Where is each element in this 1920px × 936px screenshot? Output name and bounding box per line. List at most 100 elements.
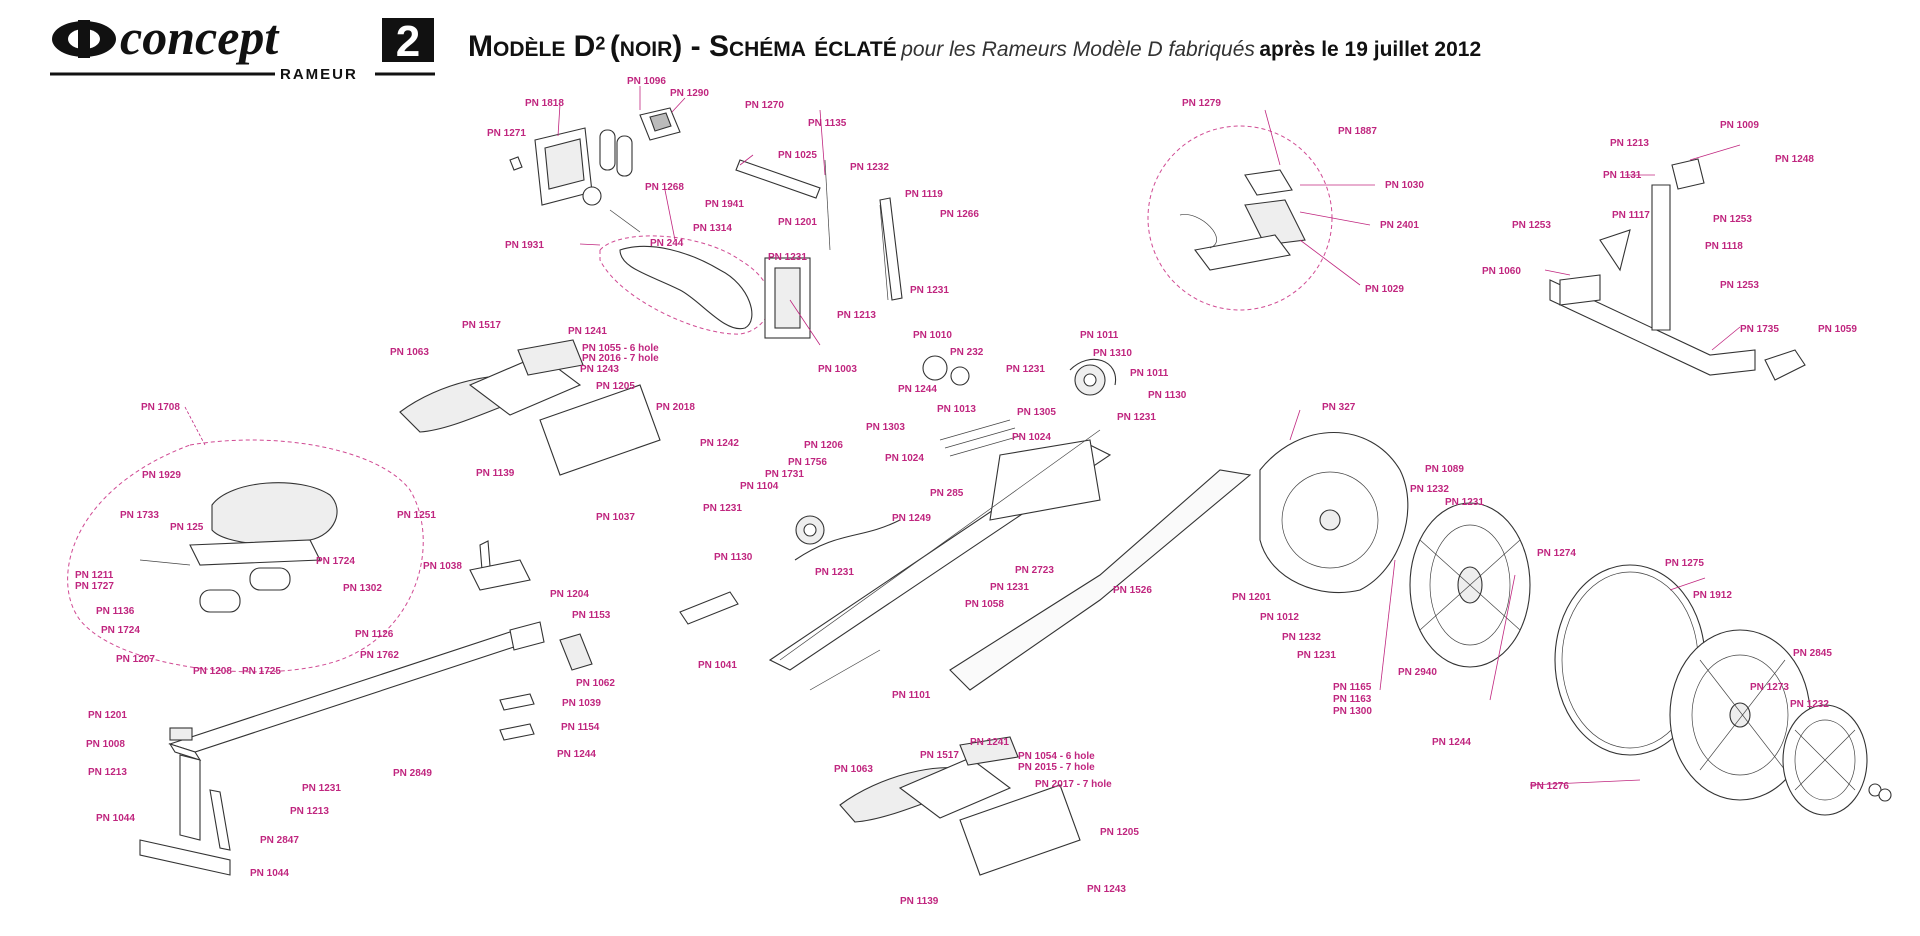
- part-label-pn1205b: PN 1205: [1100, 827, 1139, 838]
- title-date: après le 19 juillet 2012: [1259, 38, 1482, 61]
- part-label-pn1060: PN 1060: [1482, 266, 1521, 277]
- part-label-pn1517a: PN 1517: [462, 320, 501, 331]
- part-label-pn1211: PN 1211: [75, 570, 114, 581]
- part-label-pn1526: PN 1526: [1113, 585, 1152, 596]
- part-label-pn1201c: PN 1201: [1232, 592, 1271, 603]
- part-label-pn1054: PN 1054 - 6 hole: [1018, 751, 1095, 762]
- part-label-pn1231a: PN 1231: [768, 252, 807, 263]
- part-label-pn1248: PN 1248: [1775, 154, 1814, 165]
- part-label-pn1119: PN 1119: [905, 189, 943, 200]
- part-label-pn1314: PN 1314: [693, 223, 732, 234]
- part-label-pn2016: PN 2016 - 7 hole: [582, 353, 659, 364]
- part-label-pn1232d: PN 1232: [1790, 699, 1829, 710]
- part-label-pn1089: PN 1089: [1425, 464, 1464, 475]
- part-label-pn1213d: PN 1213: [290, 806, 329, 817]
- part-label-pn1244a: PN 1244: [898, 384, 937, 395]
- part-label-pn1232b: PN 1232: [1410, 484, 1449, 495]
- part-label-pn1038: PN 1038: [423, 561, 462, 572]
- part-label-pn1818: PN 1818: [525, 98, 564, 109]
- part-label-pn2015: PN 2015 - 7 hole: [1018, 762, 1095, 773]
- part-label-pn1131: PN 1131: [1603, 170, 1642, 181]
- part-label-pn2018: PN 2018: [656, 402, 695, 413]
- part-label-pn2847: PN 2847: [260, 835, 299, 846]
- concept2-logo: concept 2 RAMEUR: [50, 18, 435, 83]
- part-label-pn1153: PN 1153: [572, 610, 611, 621]
- logo-digit: 2: [396, 18, 420, 66]
- part-label-pn1204: PN 1204: [550, 589, 589, 600]
- part-label-pn1231g: PN 1231: [815, 567, 854, 578]
- part-label-pn1756: PN 1756: [788, 457, 827, 468]
- part-label-pn1244c: PN 1244: [1432, 737, 1471, 748]
- part-label-pn1241a: PN 1241: [568, 326, 607, 337]
- part-label-pn1041: PN 1041: [698, 660, 737, 671]
- part-label-pn1213a: PN 1213: [837, 310, 876, 321]
- part-label-pn1012: PN 1012: [1260, 612, 1299, 623]
- part-label-pn1139a: PN 1139: [476, 468, 515, 479]
- part-label-pn1249: PN 1249: [892, 513, 931, 524]
- part-label-pn1163: PN 1163: [1333, 694, 1372, 705]
- catch-parts: [469, 540, 593, 741]
- part-label-pn1244b: PN 1244: [557, 749, 596, 760]
- part-label-pn1205a: PN 1205: [596, 381, 635, 392]
- part-label-pn1279: PN 1279: [1182, 98, 1221, 109]
- part-label-pn1268: PN 1268: [645, 182, 684, 193]
- part-label-pn1025: PN 1025: [778, 150, 817, 161]
- monitor-assembly: [509, 107, 903, 339]
- part-label-pn1232a: PN 1232: [850, 162, 889, 173]
- part-label-pn1253b: PN 1253: [1512, 220, 1551, 231]
- part-label-pn1733: PN 1733: [120, 510, 159, 521]
- part-label-pn1011b: PN 1011: [1130, 368, 1169, 379]
- part-label-pn1101: PN 1101: [892, 690, 931, 701]
- part-label-pn1243a: PN 1243: [580, 364, 619, 375]
- part-label-pn1266: PN 1266: [940, 209, 979, 220]
- title-variant: (noir) - Schéma éclaté: [609, 30, 897, 63]
- part-label-pn1063b: PN 1063: [834, 764, 873, 775]
- part-label-pn1708: PN 1708: [141, 402, 180, 413]
- part-label-pn1009: PN 1009: [1720, 120, 1759, 131]
- part-label-pn1273: PN 1273: [1750, 682, 1789, 693]
- part-label-pn1300: PN 1300: [1333, 706, 1372, 717]
- part-label-pn1231j: PN 1231: [1297, 650, 1336, 661]
- part-label-pn1201b: PN 1201: [88, 710, 127, 721]
- part-label-pn1044b: PN 1044: [250, 868, 289, 879]
- part-label-pn1887: PN 1887: [1338, 126, 1377, 137]
- leader-lines: [184, 86, 1741, 786]
- part-label-pn1253a: PN 1253: [1713, 214, 1752, 225]
- title-model: Modèle D: [468, 30, 596, 63]
- part-label-pn1912: PN 1912: [1693, 590, 1732, 601]
- part-label-pn1731: PN 1731: [765, 469, 804, 480]
- part-label-pn1725: PN 1725: [242, 666, 281, 677]
- flywheel-assembly: [1259, 431, 1892, 816]
- part-label-pn1517b: PN 1517: [920, 750, 959, 761]
- part-label-pn1243b: PN 1243: [1087, 884, 1126, 895]
- part-label-pn1136: PN 1136: [96, 606, 135, 617]
- logo-subtitle: RAMEUR: [280, 66, 358, 83]
- part-label-pn1270: PN 1270: [745, 100, 784, 111]
- part-label-pn1735: PN 1735: [1740, 324, 1779, 335]
- part-label-pn1024a: PN 1024: [1012, 432, 1051, 443]
- part-label-pn2845: PN 2845: [1793, 648, 1832, 659]
- seat-assembly: [67, 439, 424, 673]
- part-label-pn1139b: PN 1139: [900, 896, 939, 907]
- part-label-pn1008: PN 1008: [86, 739, 125, 750]
- part-label-pn1302: PN 1302: [343, 583, 382, 594]
- part-label-pn2017: PN 2017 - 7 hole: [1035, 779, 1112, 790]
- part-label-pn2849: PN 2849: [393, 768, 432, 779]
- part-label-pn1276: PN 1276: [1530, 781, 1569, 792]
- part-label-pn1063a: PN 1063: [390, 347, 429, 358]
- part-label-pn1165: PN 1165: [1333, 682, 1372, 693]
- part-label-pn1213c: PN 1213: [88, 767, 127, 778]
- part-label-pn1206: PN 1206: [804, 440, 843, 451]
- part-label-pn1941: PN 1941: [705, 199, 744, 210]
- part-label-pn1305: PN 1305: [1017, 407, 1056, 418]
- part-label-pn1013: PN 1013: [937, 404, 976, 415]
- footrest-bottom: [839, 736, 1081, 876]
- part-label-pn1303: PN 1303: [866, 422, 905, 433]
- title-subtitle: pour les Rameurs Modèle D fabriqués: [901, 38, 1255, 61]
- part-label-pn1055: PN 1055 - 6 hole: [582, 343, 659, 354]
- part-label-pn1231d: PN 1231: [1117, 412, 1156, 423]
- part-label-pn1154: PN 1154: [561, 722, 600, 733]
- part-label-pn1126: PN 1126: [355, 629, 394, 640]
